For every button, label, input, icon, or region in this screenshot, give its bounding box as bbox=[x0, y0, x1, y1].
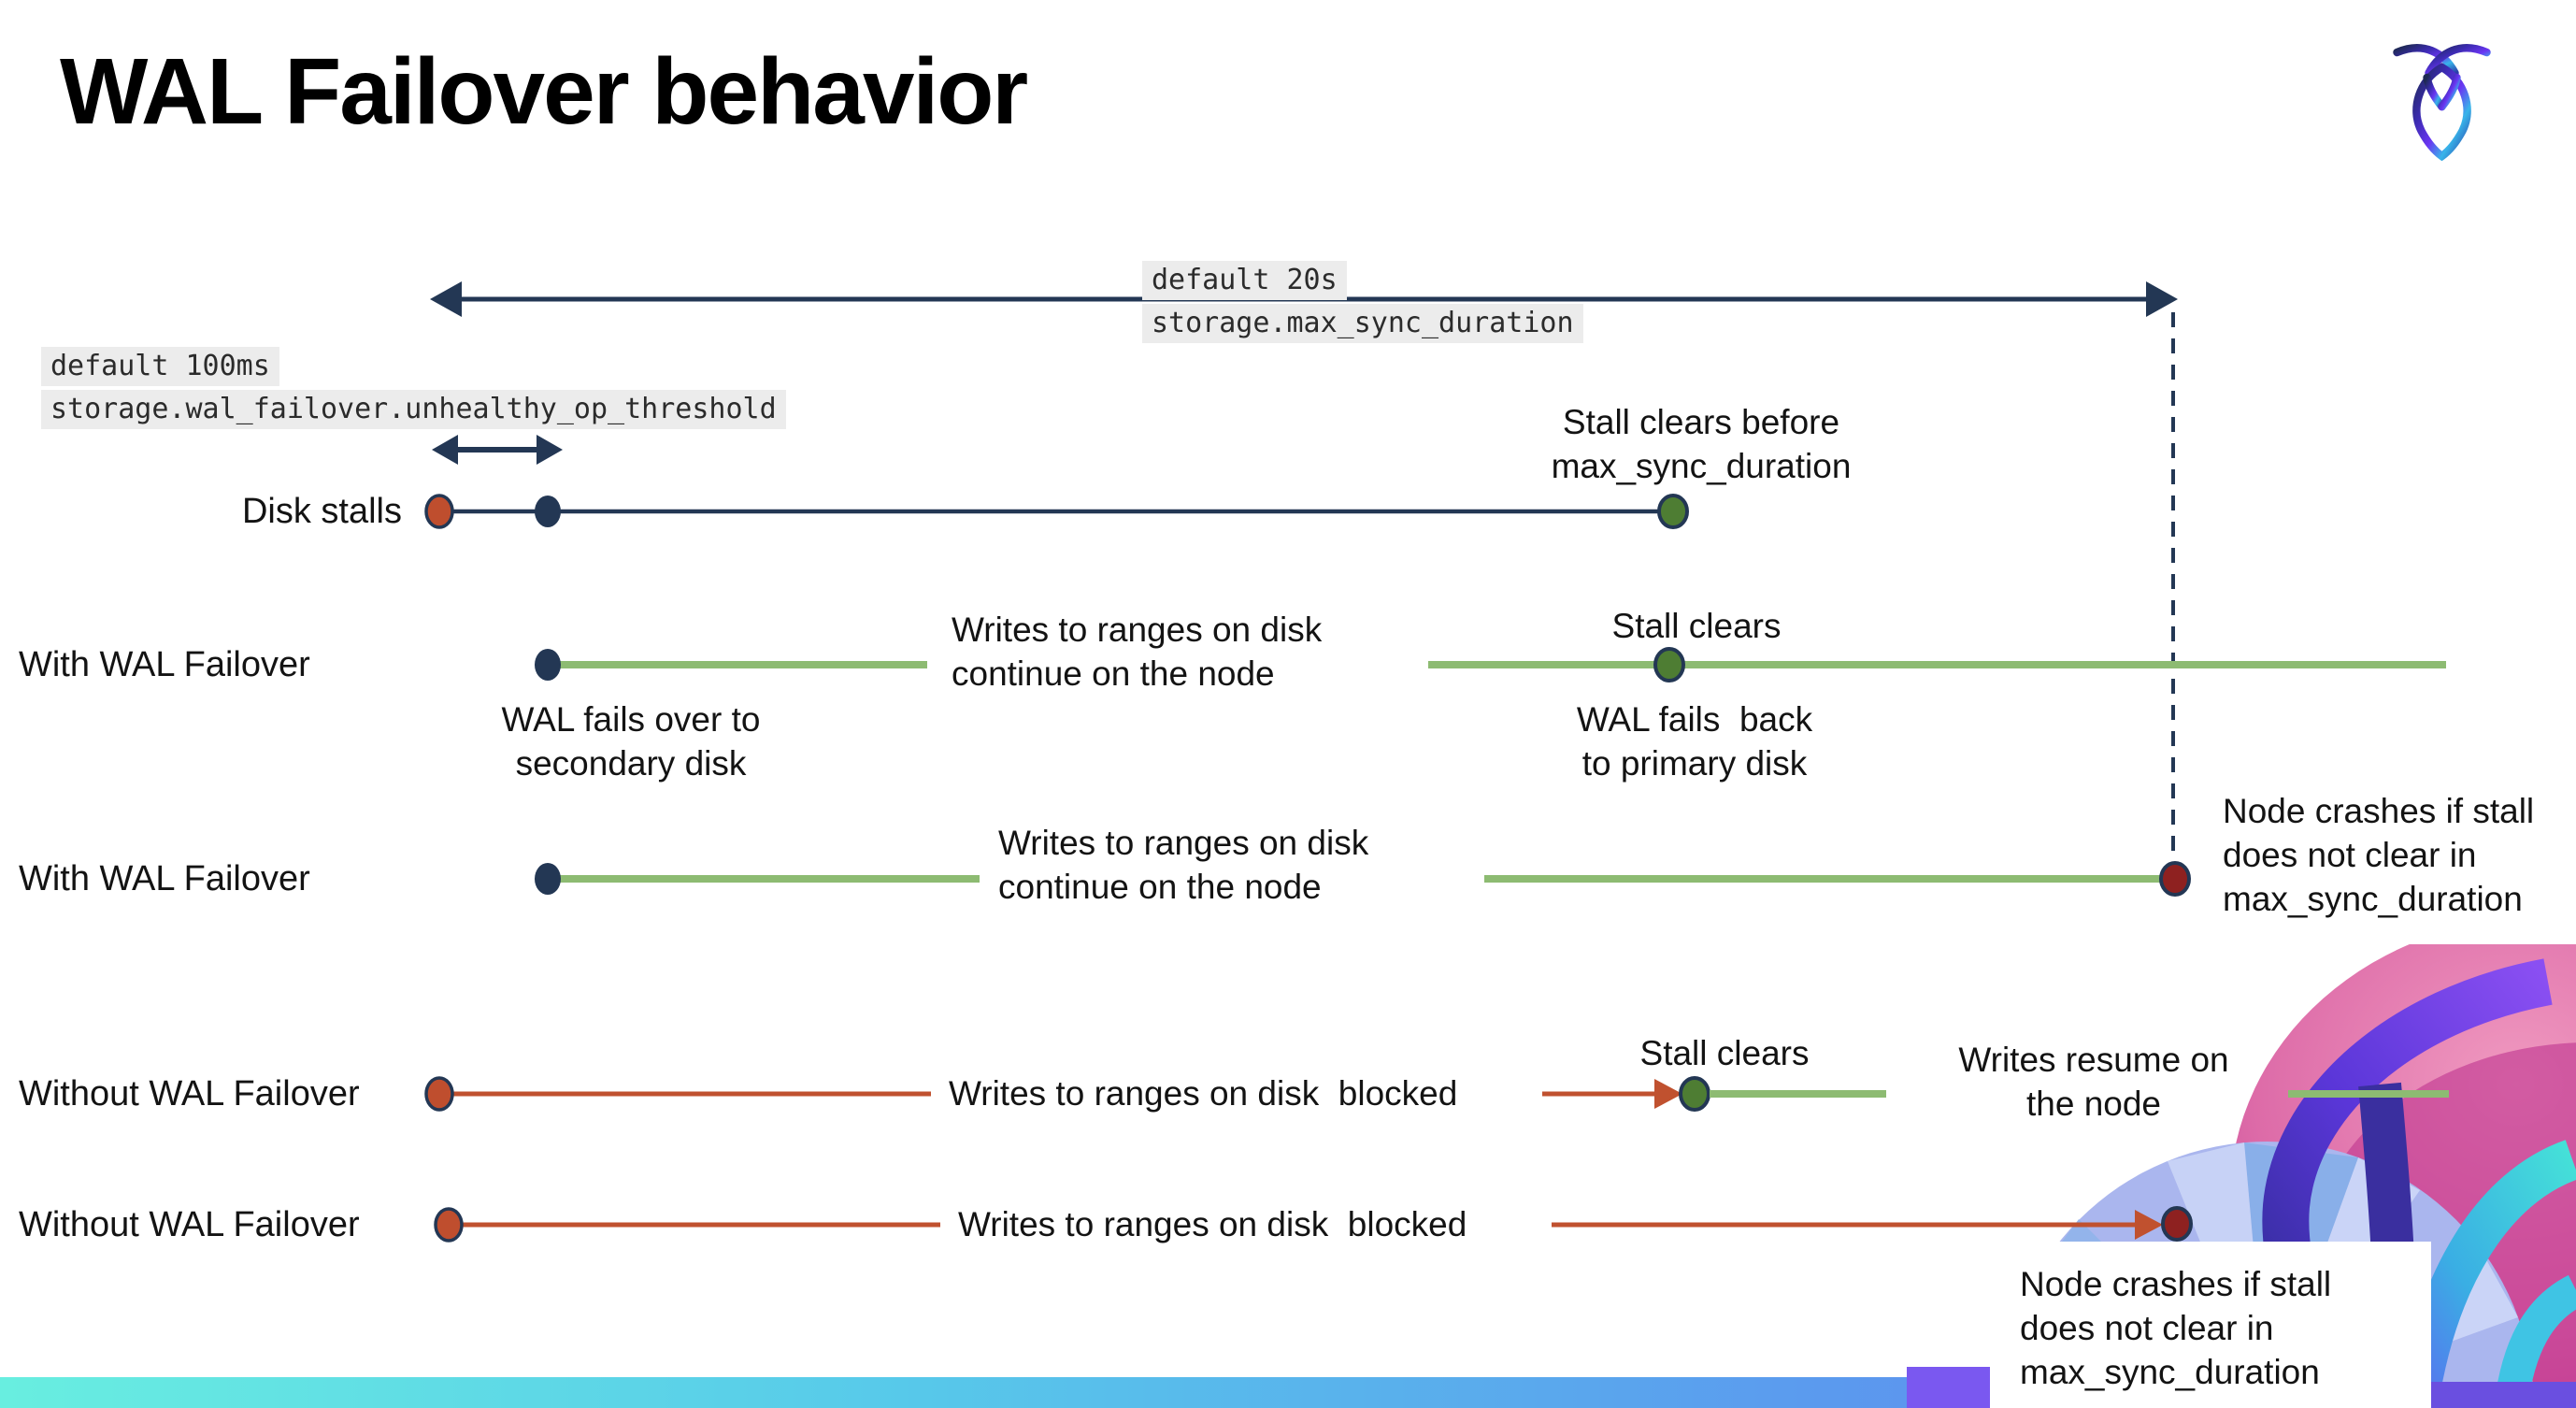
row3-crash-dot bbox=[2159, 861, 2191, 897]
writes-blocked-annotation-2: Writes to ranges on disk blocked bbox=[958, 1205, 1467, 1243]
row1-threshold-dot bbox=[535, 496, 561, 527]
stall-clears-annotation-2: Stall clears bbox=[1639, 1034, 1810, 1072]
writes-continue-annotation-1: Writes to ranges on disk continue on the… bbox=[952, 611, 1323, 693]
unhealthy-op-threshold-arrow bbox=[432, 435, 563, 465]
writes-continue-annotation-2: Writes to ranges on disk continue on the… bbox=[998, 824, 1369, 906]
row2-stall-clears-dot bbox=[1653, 647, 1685, 682]
stall-clears-before-annotation: Stall clears before max_sync_duration bbox=[1551, 403, 1852, 485]
row2-failover-dot bbox=[535, 649, 561, 681]
threshold-config-label: default 100ms storage.wal_failover.unhea… bbox=[41, 347, 786, 429]
writes-resume-annotation: Writes resume on the node bbox=[1958, 1041, 2229, 1123]
node-crash-callout-box: Node crashes if stall does not clear in … bbox=[1990, 1242, 2431, 1408]
row1-stall-start-dot bbox=[424, 494, 454, 529]
row-label-disk-stalls: Disk stalls bbox=[241, 492, 402, 531]
row4-red-arrowhead bbox=[1654, 1079, 1682, 1109]
stall-clears-annotation-1: Stall clears bbox=[1611, 607, 1782, 645]
writes-blocked-annotation-1: Writes to ranges on disk blocked bbox=[949, 1074, 1458, 1113]
row3-failover-dot bbox=[535, 863, 561, 895]
max-sync-default-value: default 20s bbox=[1142, 261, 1347, 300]
row-label-without-wal-failover-1: Without WAL Failover bbox=[19, 1074, 360, 1113]
row5-stall-start-dot bbox=[434, 1207, 464, 1243]
row1-stall-clears-dot bbox=[1657, 494, 1689, 529]
max-sync-setting-name: storage.max_sync_duration bbox=[1142, 304, 1583, 343]
threshold-setting-name: storage.wal_failover.unhealthy_op_thresh… bbox=[41, 390, 786, 429]
row-label-without-wal-failover-2: Without WAL Failover bbox=[19, 1205, 360, 1244]
max-sync-config-label: default 20s storage.max_sync_duration bbox=[1142, 261, 1583, 343]
wal-fails-over-annotation: WAL fails over to secondary disk bbox=[501, 700, 761, 783]
node-crashes-annotation-1: Node crashes if stall does not clear in … bbox=[2223, 792, 2535, 918]
row4-stall-clears-dot bbox=[1679, 1076, 1710, 1112]
page-title: WAL Failover behavior bbox=[60, 39, 1028, 144]
threshold-default-value: default 100ms bbox=[41, 347, 279, 386]
row4-stall-start-dot bbox=[424, 1076, 454, 1112]
row-label-with-wal-failover-2: With WAL Failover bbox=[19, 859, 310, 898]
node-crashes-annotation-2: Node crashes if stall does not clear in … bbox=[2020, 1265, 2332, 1391]
row-label-with-wal-failover-1: With WAL Failover bbox=[19, 645, 310, 684]
wal-fails-back-annotation: WAL fails back to primary disk bbox=[1576, 700, 1813, 783]
cockroachdb-logo-icon bbox=[2393, 44, 2491, 161]
